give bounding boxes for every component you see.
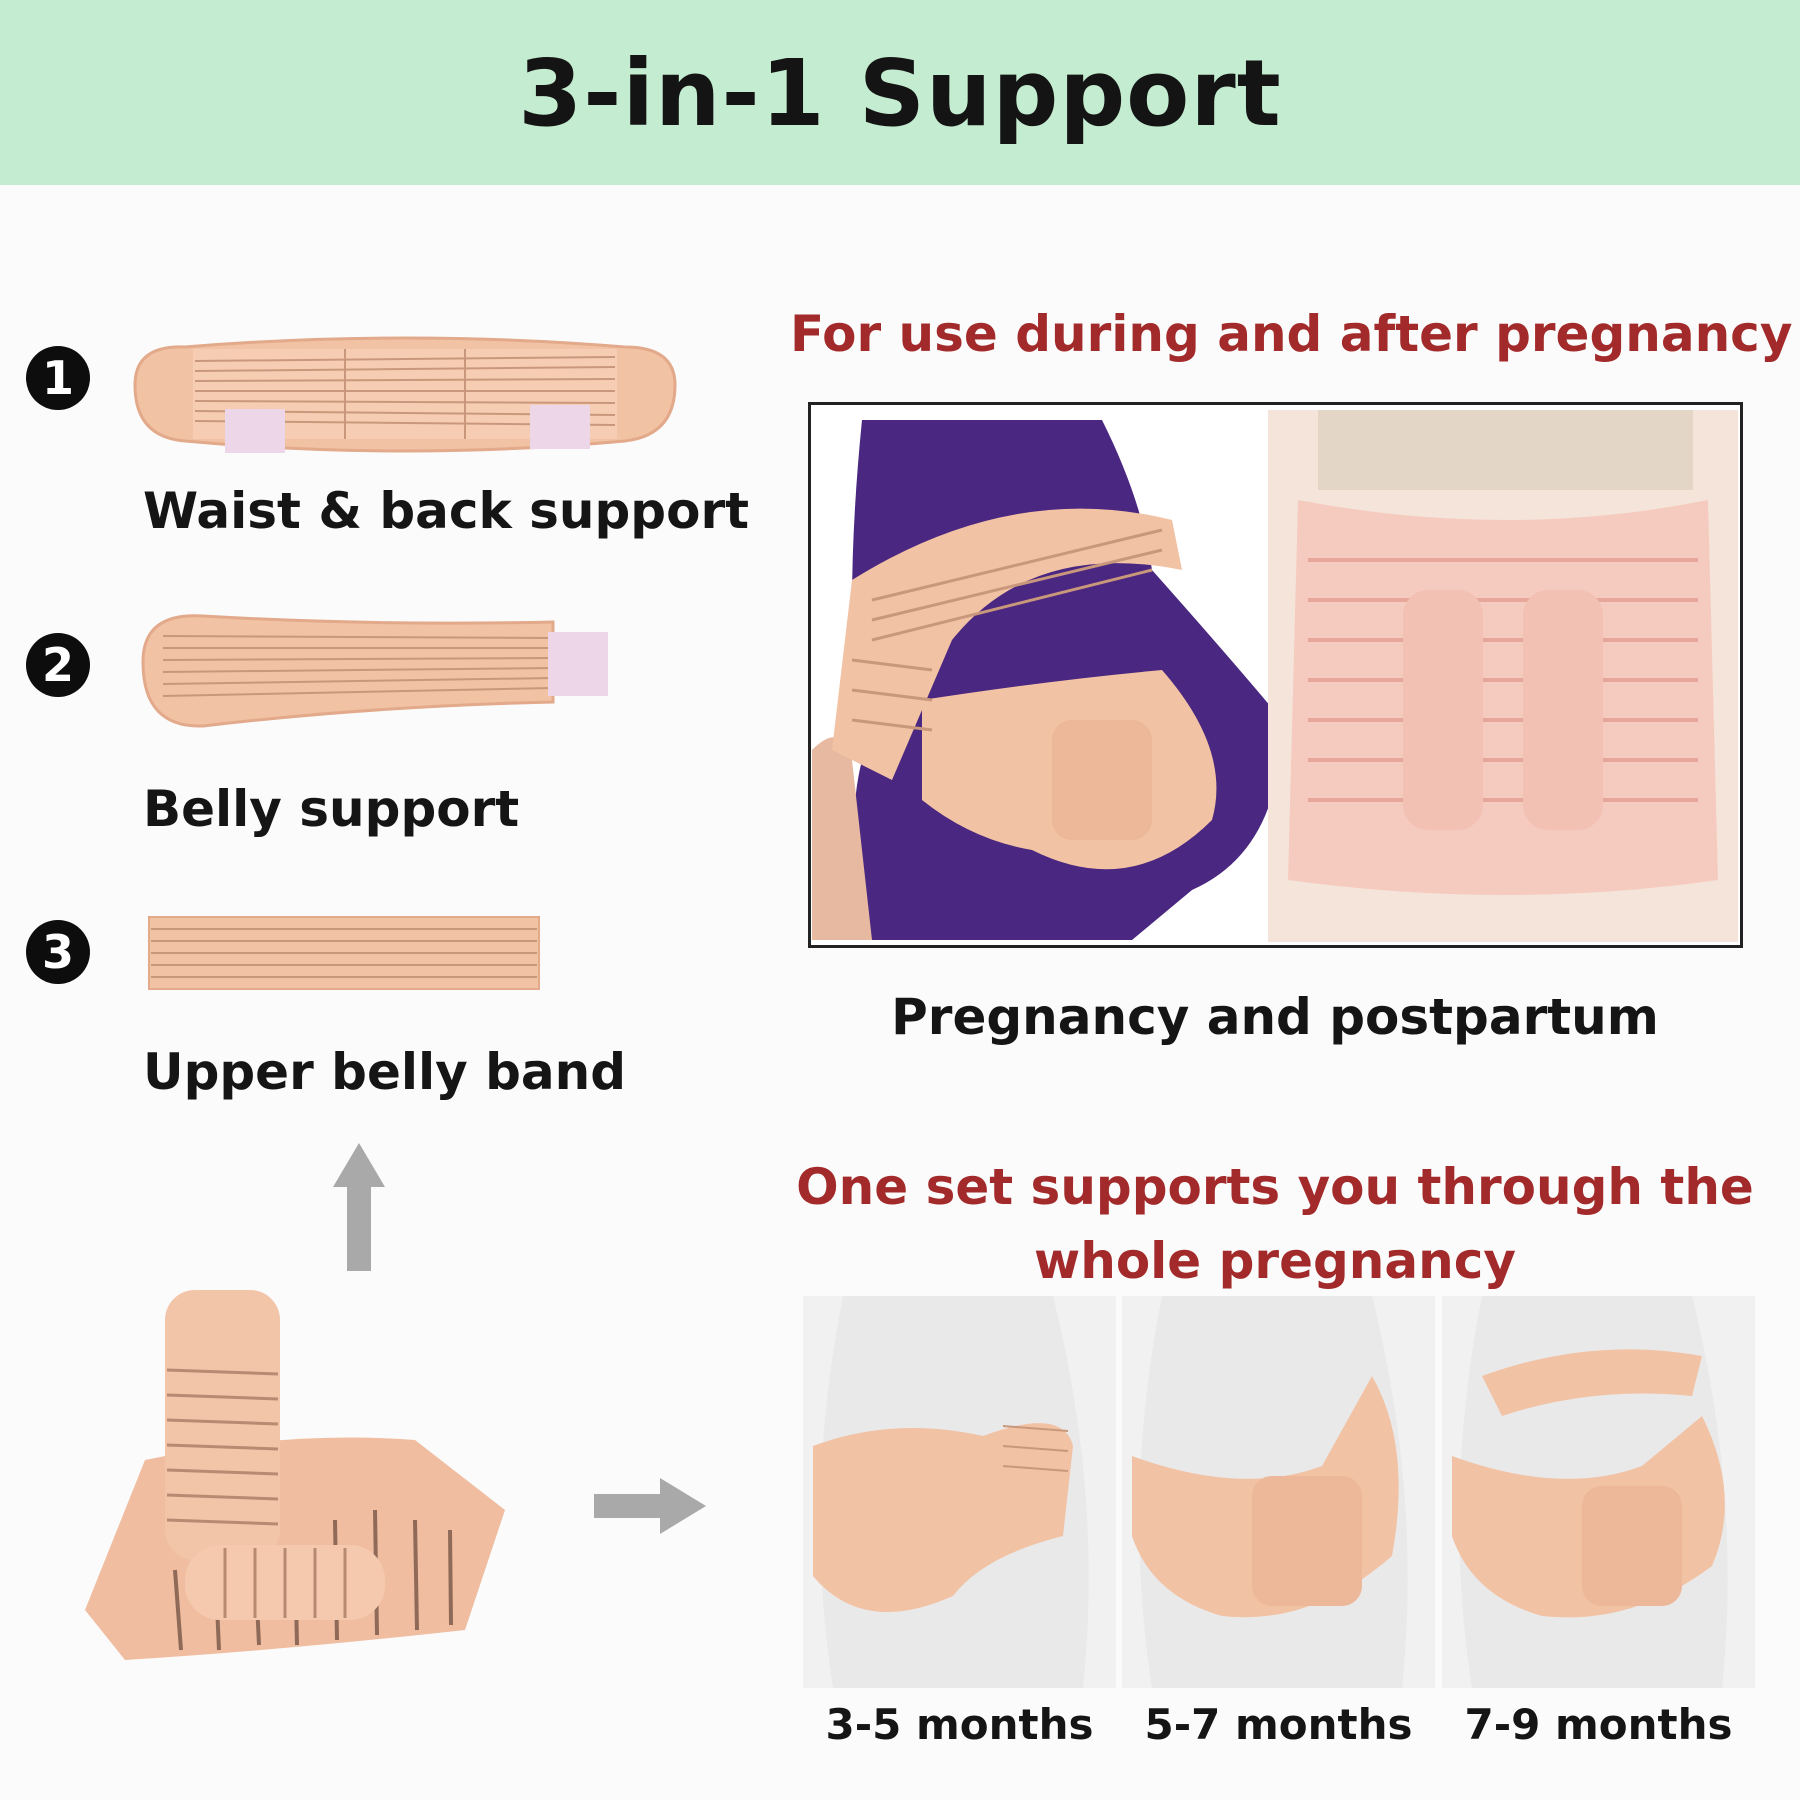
number-badge-1: 1 — [26, 346, 90, 410]
stage-label-7-9: 7-9 months — [1464, 1700, 1733, 1749]
stage-7-9-image — [1442, 1296, 1755, 1688]
stage-5-7-image — [1122, 1296, 1435, 1688]
stage-label-5-7: 5-7 months — [1144, 1700, 1413, 1749]
right-arrow-icon — [594, 1478, 706, 1534]
upper-belly-band-icon — [148, 916, 540, 990]
number-badge-2: 2 — [26, 633, 90, 697]
belly-support-belt-icon — [141, 614, 608, 728]
stage-3-5-image — [803, 1296, 1116, 1688]
up-arrow-icon — [333, 1143, 385, 1271]
stages-heading-line2: whole pregnancy — [1034, 1232, 1516, 1290]
part-label-1: Waist & back support — [143, 482, 750, 540]
usage-heading: For use during and after pregnancy — [790, 305, 1793, 363]
rolled-belts-image — [85, 1290, 505, 1660]
waist-back-belt-icon — [133, 336, 677, 453]
number-badge-3: 3 — [26, 920, 90, 984]
pregnancy-photo — [812, 420, 1282, 940]
part-label-3: Upper belly band — [143, 1043, 627, 1101]
header-banner — [0, 0, 1800, 185]
usage-caption: Pregnancy and postpartum — [891, 988, 1659, 1046]
stages-heading-line1: One set supports you through the — [796, 1158, 1754, 1216]
page-title: 3-in-1 Support — [518, 40, 1282, 147]
stage-label-3-5: 3-5 months — [825, 1700, 1094, 1749]
postpartum-photo — [1268, 410, 1738, 942]
part-label-2: Belly support — [143, 780, 520, 838]
